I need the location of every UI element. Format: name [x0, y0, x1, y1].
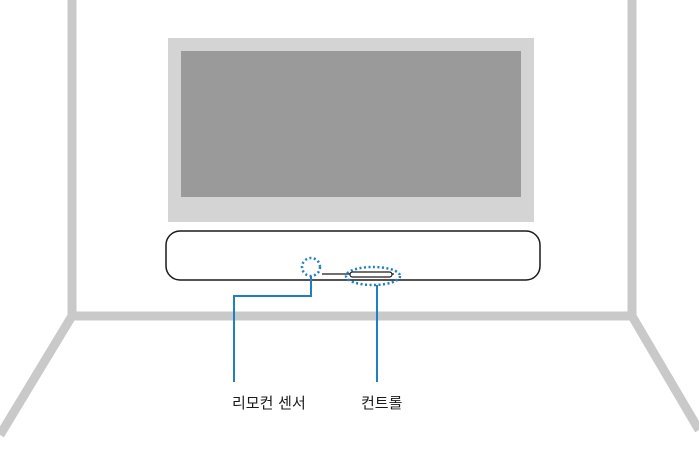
controls-marker: [344, 265, 402, 287]
callouts: [233, 256, 402, 382]
right-wall-line: [627, 0, 699, 433]
soundbar: [165, 230, 541, 281]
tv-screen: [181, 51, 521, 197]
left-wall-line: [0, 0, 77, 438]
remote-sensor-leader-line: [233, 276, 312, 382]
controls-label: 컨트롤: [361, 394, 403, 412]
control-buttons: [349, 271, 393, 278]
remote-sensor-label: 리모컨 센서: [232, 394, 306, 412]
soundbar-body: [165, 230, 541, 281]
room-lines: [0, 0, 699, 438]
tv: [168, 38, 534, 222]
